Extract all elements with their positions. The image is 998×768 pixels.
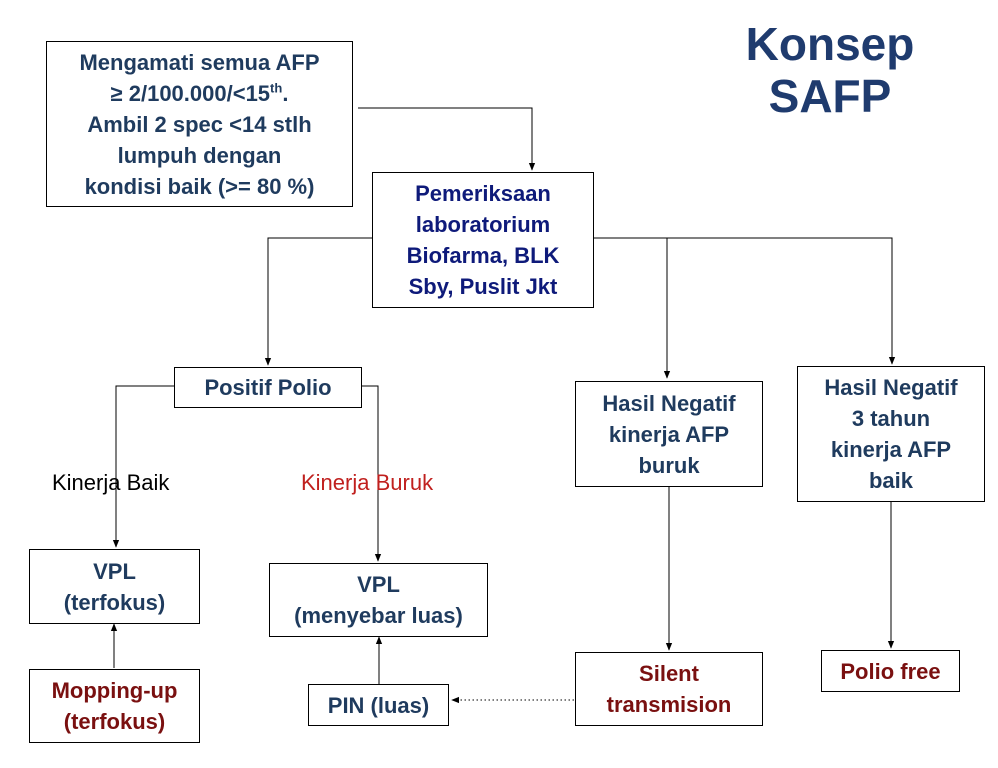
lab-line-1: Pemeriksaan (415, 181, 551, 206)
lab-line-2: laboratorium (415, 212, 551, 237)
arrow-lab-to-positive (264, 237, 372, 366)
silent-line-2: transmision (606, 692, 732, 717)
silent-line-1: Silent (639, 661, 699, 686)
lab-line-4: Sby, Puslit Jkt (408, 274, 558, 299)
label-bad-performance: Kinerja Buruk (301, 470, 434, 495)
vpl-focused-box: VPL (terfokus) (29, 549, 200, 624)
lab-line-3: Biofarma, BLK (406, 243, 560, 268)
neg-bad-line-1: Hasil Negatif (602, 390, 736, 416)
negative-good-performance-box: Hasil Negatif 3 tahun kinerja AFP baik (797, 366, 985, 502)
slide-title: Konsep SAFP (720, 18, 940, 122)
mopping-up-box: Mopping-up (terfokus) (29, 669, 200, 743)
arrow-observe-to-lab (358, 107, 536, 171)
arrow-lab-to-neg-good (667, 237, 896, 365)
positive-label: Positif Polio (204, 375, 332, 400)
vpl-wide-line-1: VPL (357, 572, 400, 597)
observe-line-4: lumpuh dengan (117, 142, 282, 168)
vpl-focus-line-2: (terfokus) (63, 589, 166, 615)
vpl-widespread-box: VPL (menyebar luas) (269, 563, 488, 637)
observe-line-1: Mengamati semua AFP (79, 49, 320, 75)
polio-free-box: Polio free (821, 650, 960, 692)
mopping-line-2: (terfokus) (63, 709, 166, 734)
neg-good-line-3: kinerja AFP (830, 437, 952, 462)
label-good-performance: Kinerja Baik (52, 470, 170, 495)
vpl-focus-line-1: VPL (93, 558, 136, 584)
title-line-1: Konsep (745, 18, 915, 70)
negative-bad-performance-box: Hasil Negatif kinerja AFP buruk (575, 381, 763, 487)
observe-line-3: Ambil 2 spec <14 stlh (87, 111, 312, 137)
arrow-positive-to-vpl-focus (112, 385, 174, 548)
pin-box: PIN (luas) (308, 684, 449, 726)
title-line-2: SAFP (768, 70, 892, 122)
neg-good-line-2: 3 tahun (851, 406, 931, 431)
observe-afp-box: Mengamati semua AFP ≥ 2/100.000/<15th. A… (46, 41, 353, 207)
observe-line-2-sup: th (270, 80, 283, 96)
polio-free-label: Polio free (840, 658, 941, 684)
neg-good-line-4: baik (868, 468, 914, 493)
neg-bad-line-2: kinerja AFP (608, 421, 730, 447)
observe-line-5: kondisi baik (>= 80 %) (84, 173, 315, 199)
pin-label: PIN (luas) (327, 692, 430, 718)
arrow-lab-to-neg-bad (594, 237, 671, 379)
observe-line-2-main: ≥ 2/100.000/<15 (110, 80, 271, 106)
silent-transmission-box: Silent transmision (575, 652, 763, 726)
vpl-wide-line-2: (menyebar luas) (294, 603, 463, 628)
observe-line-2-end: . (282, 80, 289, 106)
arrow-positive-to-vpl-wide (362, 385, 382, 562)
mopping-line-1: Mopping-up (51, 678, 178, 703)
lab-exam-box: Pemeriksaan laboratorium Biofarma, BLK S… (372, 172, 594, 308)
neg-bad-line-3: buruk (638, 452, 700, 478)
neg-good-line-1: Hasil Negatif (824, 375, 958, 400)
observe-line-2: ≥ 2/100.000/<15th. (111, 78, 289, 109)
positive-polio-box: Positif Polio (174, 367, 362, 408)
